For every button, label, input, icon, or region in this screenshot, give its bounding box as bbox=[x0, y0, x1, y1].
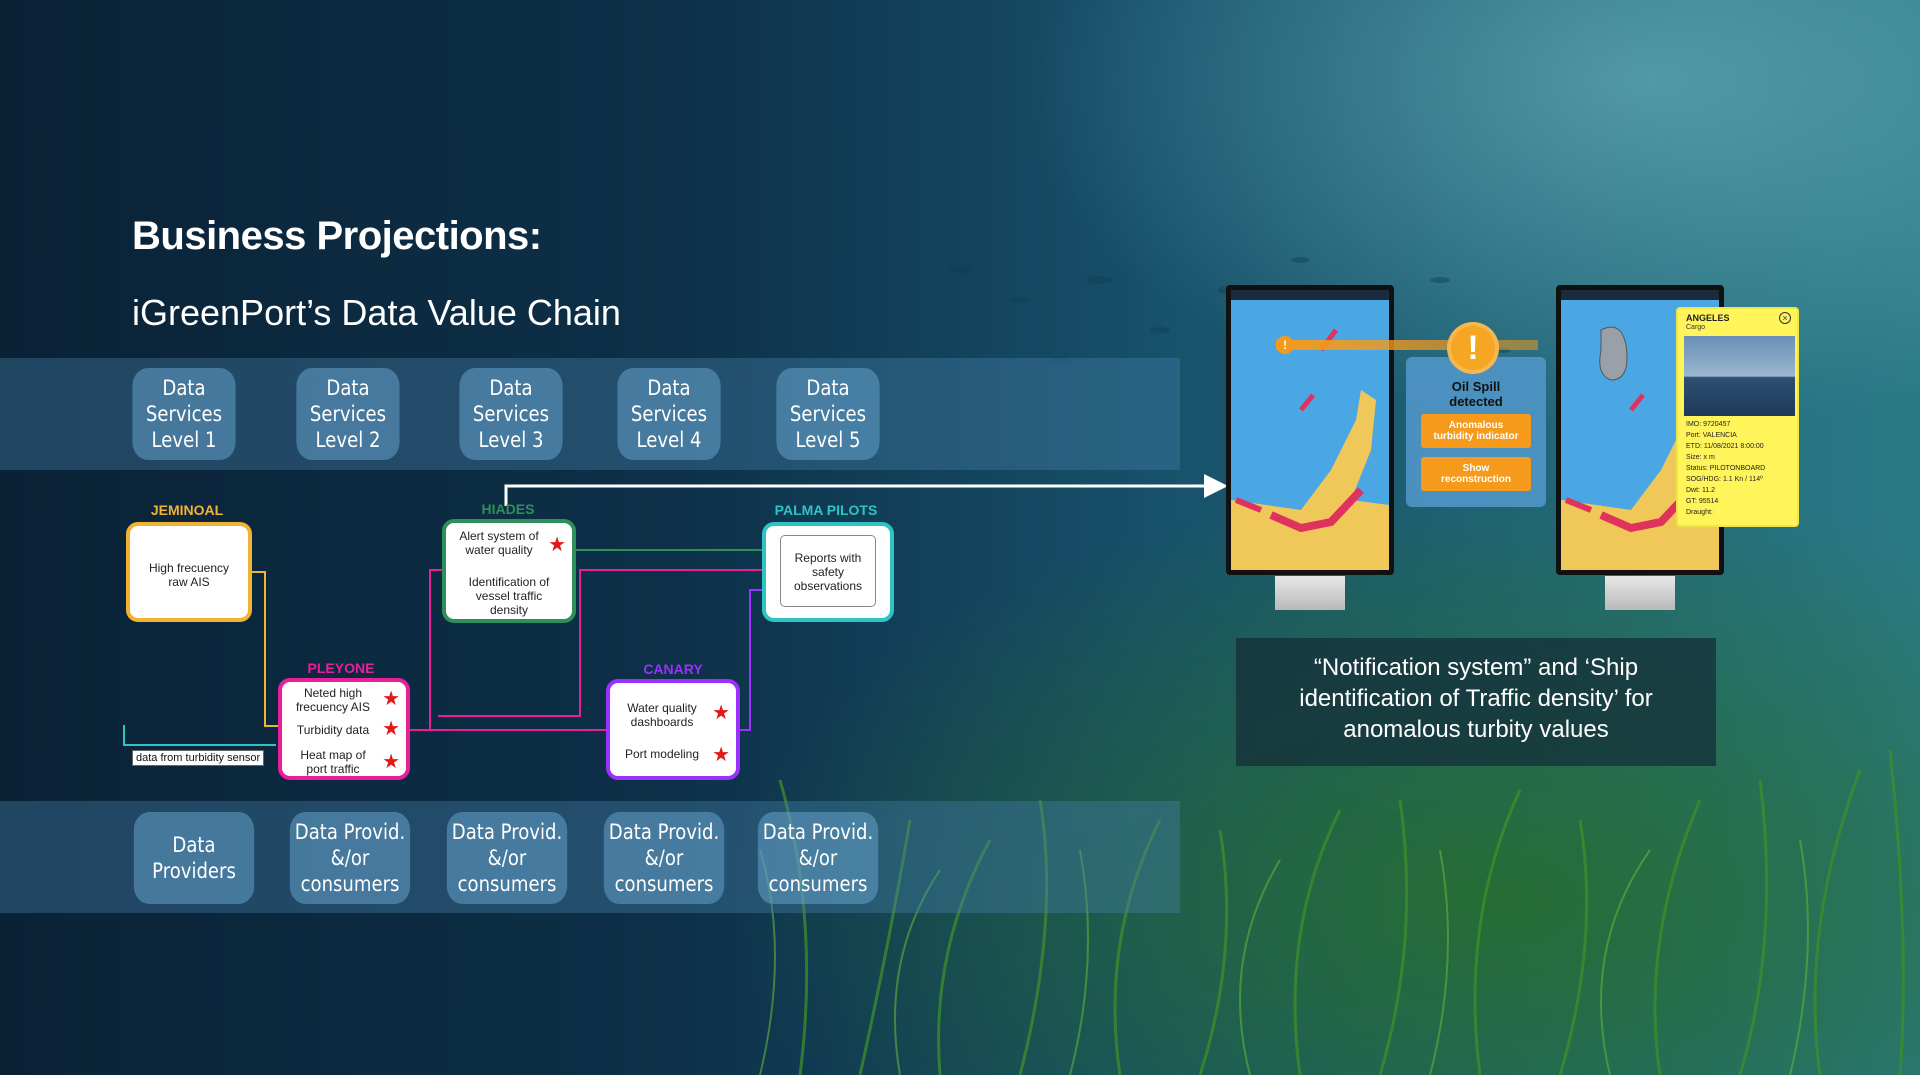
palma-item-reports: Reports with safety observations bbox=[793, 551, 863, 593]
node-title-hiades: HIADES bbox=[481, 501, 535, 517]
app-topbar bbox=[1561, 290, 1719, 300]
show-reconstruction-button[interactable]: Show reconstruction bbox=[1421, 457, 1531, 491]
app-topbar bbox=[1231, 290, 1389, 300]
node-hiades: Alert system of water quality Identifica… bbox=[442, 519, 576, 623]
hiades-item-identification: Identification of vessel traffic density bbox=[468, 575, 550, 617]
monitor-stand-left bbox=[1275, 576, 1345, 610]
seagrass-decoration bbox=[759, 749, 1905, 1075]
page-subtitle: iGreenPort’s Data Value Chain bbox=[132, 292, 621, 333]
service-level-3: Data Services Level 3 bbox=[459, 368, 563, 460]
warning-icon: ! bbox=[1447, 322, 1499, 374]
caption-text: “Notification system” and ‘Ship identifi… bbox=[1299, 654, 1653, 743]
close-icon[interactable]: × bbox=[1779, 312, 1791, 324]
canary-item-dashboards: Water quality dashboards bbox=[627, 701, 697, 729]
star-icon: ★ bbox=[548, 534, 566, 556]
node-title-pleyone: PLEYONE bbox=[307, 660, 375, 676]
pleyone-item-turbidity: Turbidity data bbox=[296, 723, 370, 737]
ship-photo bbox=[1684, 336, 1795, 416]
ship-detail: ETD: 11/08/2021 8:00:00 bbox=[1686, 443, 1764, 450]
canary-item-port-modeling: Port modeling bbox=[624, 747, 700, 761]
ship-detail: SOG/HDG: 1.1 Kn / 114º bbox=[1686, 476, 1763, 483]
star-icon: ★ bbox=[382, 718, 400, 740]
pleyone-item-ais: Neted high frecuency AIS bbox=[295, 686, 371, 714]
ship-detail: IMO: 9720457 bbox=[1686, 421, 1731, 428]
ship-detail: Status: PILOTONBOARD bbox=[1686, 465, 1766, 472]
turbidity-sensor-label: data from turbidity sensor bbox=[132, 750, 265, 766]
ship-detail: Draught: bbox=[1686, 509, 1713, 516]
pleyone-item-heatmap: Heat map of port traffic bbox=[300, 748, 366, 776]
alert-track bbox=[1276, 340, 1538, 350]
node-palma-pilots: Reports with safety observations bbox=[762, 522, 894, 622]
node-pleyone: Neted high frecuency AIS Turbidity data … bbox=[278, 678, 410, 780]
star-icon: ★ bbox=[712, 744, 730, 766]
page-title: Business Projections: bbox=[132, 214, 542, 258]
provider-level-3: Data Provid. &/or consumers bbox=[446, 812, 568, 904]
service-level-5: Data Services Level 5 bbox=[776, 368, 880, 460]
ship-type: Cargo bbox=[1686, 324, 1706, 331]
notification-panel: Oil Spill detected Anomalous turbidity i… bbox=[1406, 357, 1546, 507]
node-jeminoal: High frecuency raw AIS bbox=[126, 522, 252, 622]
node-title-jeminoal: JEMINOAL bbox=[150, 502, 224, 518]
ship-detail: GT: 95514 bbox=[1686, 498, 1719, 505]
ship-info-card: ANGELES Cargo × IMO: 9720457 Port: VALEN… bbox=[1676, 307, 1799, 527]
service-level-1: Data Services Level 1 bbox=[132, 368, 236, 460]
provider-level-4: Data Provid. &/or consumers bbox=[603, 812, 725, 904]
provider-level-2: Data Provid. &/or consumers bbox=[289, 812, 411, 904]
palma-inner-frame bbox=[780, 535, 876, 607]
oil-spill-text: Oil Spill detected bbox=[1449, 379, 1503, 409]
ship-detail: Dwt: 11.2 bbox=[1686, 487, 1716, 494]
caption-box: “Notification system” and ‘Ship identifi… bbox=[1236, 638, 1716, 766]
star-icon: ★ bbox=[382, 688, 400, 710]
node-canary: Water quality dashboards Port modeling ★… bbox=[606, 679, 740, 780]
anomalous-turbidity-button[interactable]: Anomalous turbidity indicator bbox=[1421, 414, 1531, 448]
node-title-palma-pilots: PALMA PILOTS bbox=[774, 502, 878, 518]
node-title-canary: CANARY bbox=[643, 661, 703, 677]
service-level-4: Data Services Level 4 bbox=[617, 368, 721, 460]
hiades-item-alert: Alert system of water quality bbox=[459, 529, 539, 557]
jeminoal-item-raw-ais: High frecuency raw AIS bbox=[148, 561, 230, 589]
provider-level-5: Data Provid. &/or consumers bbox=[757, 812, 879, 904]
star-icon: ★ bbox=[382, 751, 400, 773]
monitor-stand-right bbox=[1605, 576, 1675, 610]
provider-level-1: Data Providers bbox=[133, 812, 255, 904]
ship-detail: Size: x m bbox=[1686, 454, 1715, 461]
map-screen-left bbox=[1226, 285, 1394, 575]
alert-small-icon: ! bbox=[1276, 336, 1294, 354]
service-level-2: Data Services Level 2 bbox=[296, 368, 400, 460]
ship-name: ANGELES bbox=[1686, 313, 1730, 323]
ship-detail: Port: VALENCIA bbox=[1686, 432, 1737, 439]
star-icon: ★ bbox=[712, 702, 730, 724]
